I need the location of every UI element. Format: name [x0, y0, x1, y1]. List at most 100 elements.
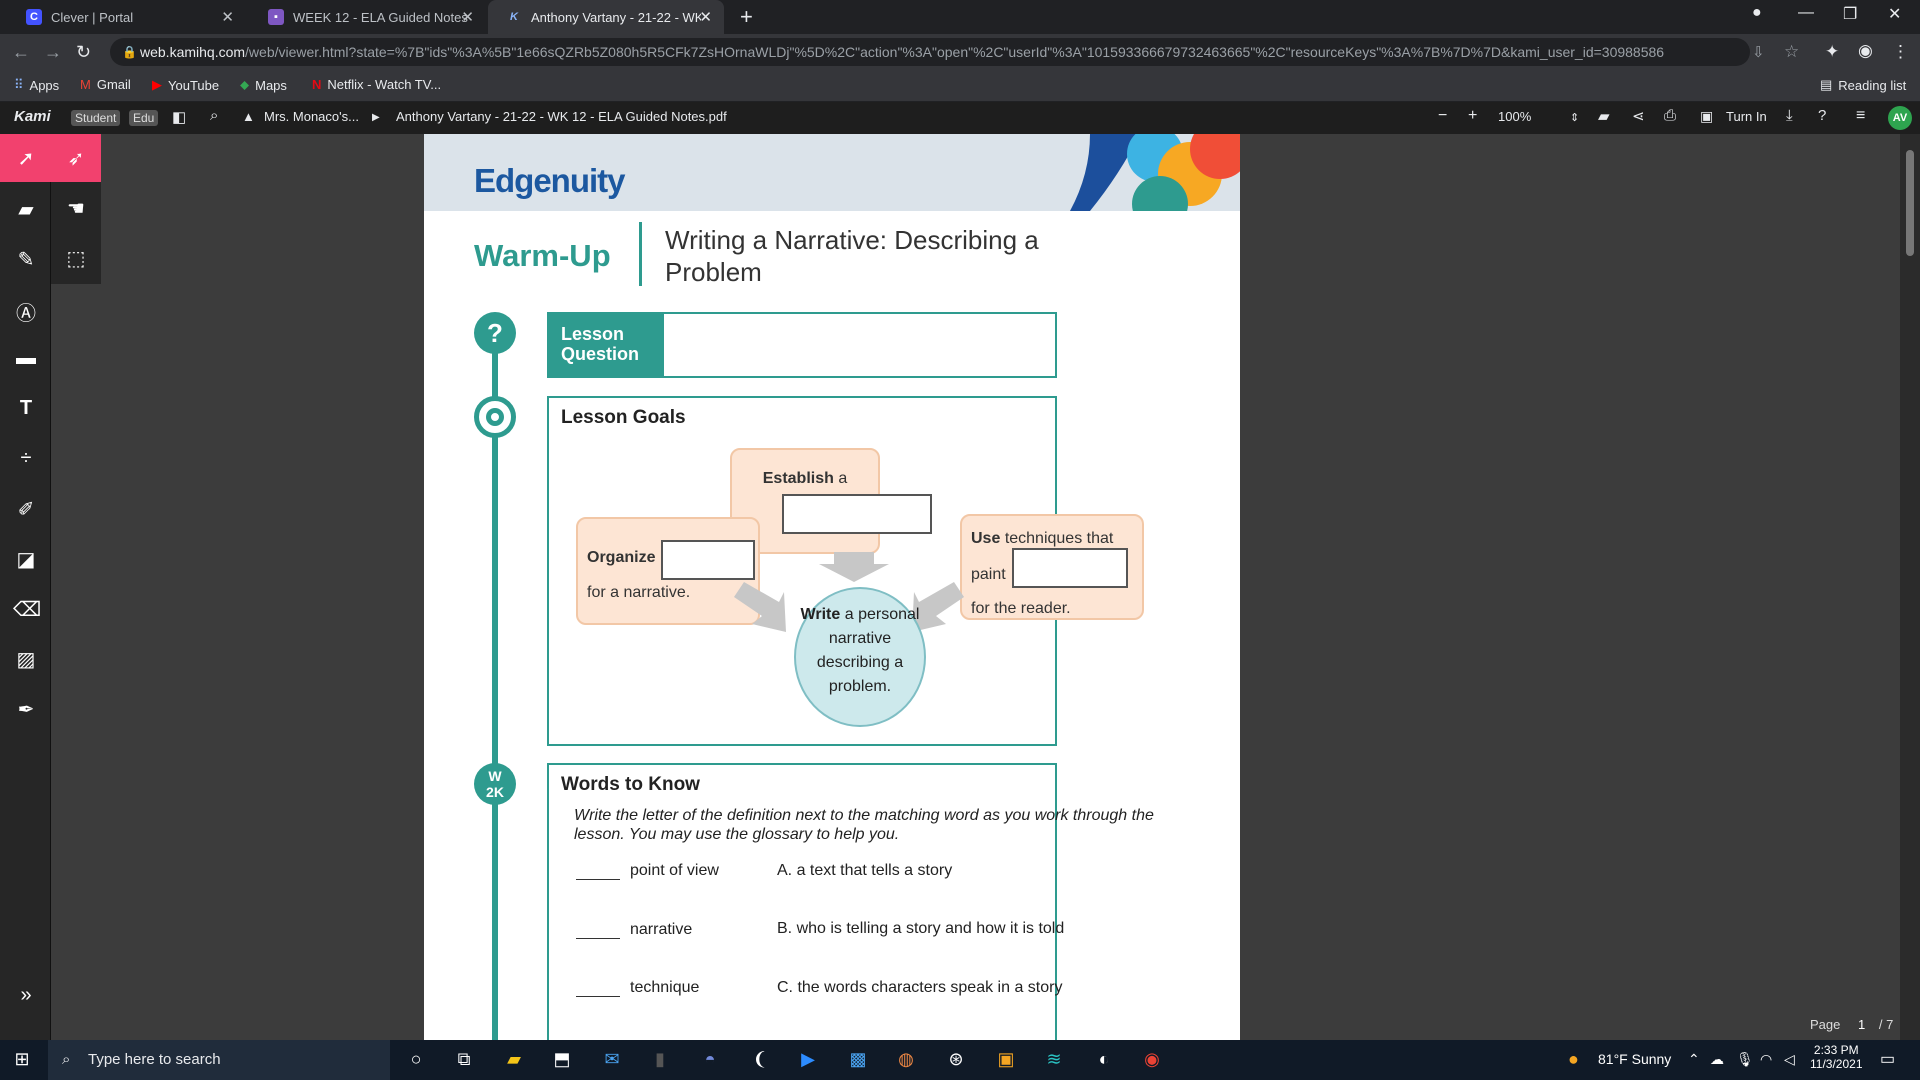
photos-icon[interactable]: ▩	[849, 1049, 867, 1069]
open-folder-icon[interactable]: ▰	[1598, 108, 1610, 125]
hand-tool-icon[interactable]: ☚	[67, 198, 85, 220]
weather-text[interactable]: 81°F Sunny	[1598, 1051, 1672, 1067]
app-icon[interactable]: ▮	[655, 1049, 665, 1069]
tray-chevron-icon[interactable]: ⌃	[1688, 1051, 1700, 1067]
close-icon[interactable]: ✕	[699, 9, 712, 26]
minimize-button[interactable]: —	[1798, 4, 1814, 21]
zoom-level[interactable]: 100%	[1498, 109, 1532, 124]
clock[interactable]: 2:33 PM 11/3/2021	[1810, 1043, 1863, 1071]
answer-blank-2[interactable]	[576, 938, 620, 939]
expand-toolbar-icon[interactable]: »	[20, 984, 32, 1006]
app-icon[interactable]: ◐	[1098, 1049, 1110, 1069]
image-insert-icon[interactable]: ▨	[16, 649, 36, 671]
words-instructions: Write the letter of the definition next …	[574, 807, 1154, 843]
lesson-goals-title: Lesson Goals	[561, 407, 686, 428]
app-icon[interactable]: ▣	[997, 1049, 1015, 1069]
app-icon[interactable]: ≋	[1046, 1049, 1062, 1069]
sidebar-toggle-icon[interactable]: ◧	[172, 109, 187, 126]
url-field[interactable]: 🔒 web.kamihq.com/web/viewer.html?state=%…	[110, 38, 1750, 66]
print-icon[interactable]: ⎙	[1664, 107, 1677, 124]
tab-kami[interactable]: K Anthony Vartany - 21-22 - WK 12 ✕	[488, 0, 724, 34]
taskbar-search-input[interactable]: ⌕ Type here to search	[48, 1040, 390, 1080]
text-highlight-icon[interactable]: Ⓐ	[16, 303, 36, 325]
reload-icon[interactable]: ↻	[76, 42, 92, 62]
definition-item: C. the words characters speak in a story	[777, 979, 1063, 996]
onedrive-icon[interactable]: ☁	[1710, 1051, 1724, 1067]
extensions-icon[interactable]: ✦	[1825, 42, 1840, 61]
xbox-icon[interactable]: ⊛	[948, 1049, 964, 1069]
search-icon[interactable]: ⌕	[210, 107, 219, 124]
zoom-in-button[interactable]: +	[1468, 107, 1478, 124]
zoom-dropdown-icon[interactable]: ⇕	[1570, 112, 1580, 124]
windows-start-icon[interactable]: ⊞	[14, 1049, 30, 1069]
page-current[interactable]: 1	[1858, 1017, 1866, 1032]
folder-breadcrumb[interactable]: Mrs. Monaco's...	[264, 109, 359, 124]
comment-icon[interactable]: ▬	[16, 347, 36, 369]
bookmark-maps[interactable]: ⬥Maps	[240, 77, 287, 93]
zoom-icon[interactable]: ▶	[801, 1049, 815, 1069]
restore-button[interactable]: ❐	[1843, 6, 1858, 23]
forward-icon[interactable]: →	[44, 42, 62, 62]
star-icon[interactable]: ☆	[1784, 42, 1800, 61]
tab-label: WEEK 12 - ELA Guided Notes	[293, 9, 468, 25]
discord-icon[interactable]: ◓	[704, 1049, 716, 1069]
pen-tool-icon[interactable]: ✐	[17, 499, 35, 521]
avatar[interactable]: AV	[1888, 106, 1912, 130]
hamburger-menu-icon[interactable]: ≡	[1856, 107, 1866, 124]
select-arrow-icon[interactable]: ➚	[17, 148, 35, 170]
bookmark-youtube[interactable]: ▶YouTube	[152, 77, 219, 93]
answer-blank-1[interactable]	[576, 879, 620, 880]
close-icon[interactable]: ✕	[221, 9, 234, 26]
shapes-icon[interactable]: ◪	[16, 549, 36, 571]
turn-in-button[interactable]: Turn In	[1726, 109, 1767, 124]
chrome-icon[interactable]: ◉	[1144, 1049, 1160, 1069]
new-tab-button[interactable]: +	[740, 4, 753, 29]
equation-icon[interactable]: ÷	[20, 447, 32, 469]
scrollbar-thumb[interactable]	[1906, 150, 1914, 256]
reading-list[interactable]: ▤Reading list	[1820, 77, 1906, 93]
close-window-button[interactable]: ✕	[1888, 6, 1902, 23]
store-icon[interactable]: ⬒	[553, 1049, 571, 1069]
microphone-icon[interactable]: 🎙	[1736, 1051, 1754, 1067]
organize-blank-field[interactable]	[661, 540, 755, 580]
back-icon[interactable]: ←	[12, 42, 30, 62]
bookmark-apps[interactable]: ⠿Apps	[14, 77, 59, 93]
use-blank-field[interactable]	[1012, 548, 1128, 588]
wifi-icon[interactable]: ◠	[1760, 1051, 1773, 1067]
file-explorer-icon[interactable]: ▰	[507, 1049, 521, 1069]
establish-blank-field[interactable]	[782, 494, 932, 534]
answer-blank-3[interactable]	[576, 996, 620, 997]
app-icon[interactable]: ❨	[752, 1049, 768, 1069]
paint-icon[interactable]: ◍	[898, 1049, 914, 1069]
text-tool-icon[interactable]: T	[19, 397, 33, 419]
lesson-question-field[interactable]	[666, 314, 1055, 376]
share-icon[interactable]: ⋖	[1632, 108, 1645, 125]
tab-clever[interactable]: C Clever | Portal ✕	[8, 0, 246, 34]
scrollbar[interactable]	[1900, 134, 1920, 1040]
eraser-icon[interactable]: ⌫	[13, 599, 42, 621]
profile-icon[interactable]: ●	[1752, 4, 1762, 21]
rect-select-icon[interactable]: ➶	[67, 148, 85, 170]
highlight-tool-icon[interactable]: ▰	[18, 199, 34, 221]
question-icon: ?	[474, 312, 516, 354]
profile-avatar-icon[interactable]: ◉	[1858, 41, 1873, 60]
notifications-icon[interactable]: ▭	[1880, 1051, 1896, 1068]
signature-icon[interactable]: ✒	[17, 699, 35, 721]
area-select-icon[interactable]: ⬚	[66, 248, 86, 270]
tab-week12[interactable]: ▪ WEEK 12 - ELA Guided Notes ✕	[250, 0, 486, 34]
cortana-icon[interactable]: ○	[410, 1049, 422, 1069]
definition-item: B. who is telling a story and how it is …	[777, 920, 1065, 937]
install-icon[interactable]: ⇩	[1752, 44, 1765, 61]
word-item: point of view	[630, 862, 719, 879]
markup-tool-icon[interactable]: ✎	[17, 249, 35, 271]
help-icon[interactable]: ?	[1818, 107, 1827, 124]
volume-icon[interactable]: ◁	[1784, 1051, 1795, 1067]
zoom-out-button[interactable]: −	[1438, 107, 1448, 124]
close-icon[interactable]: ✕	[461, 9, 474, 26]
mail-icon[interactable]: ✉	[604, 1049, 620, 1069]
download-icon[interactable]: ⤓	[1786, 107, 1793, 124]
task-view-icon[interactable]: ⧉	[457, 1049, 471, 1069]
menu-icon[interactable]: ⋮	[1892, 42, 1909, 61]
